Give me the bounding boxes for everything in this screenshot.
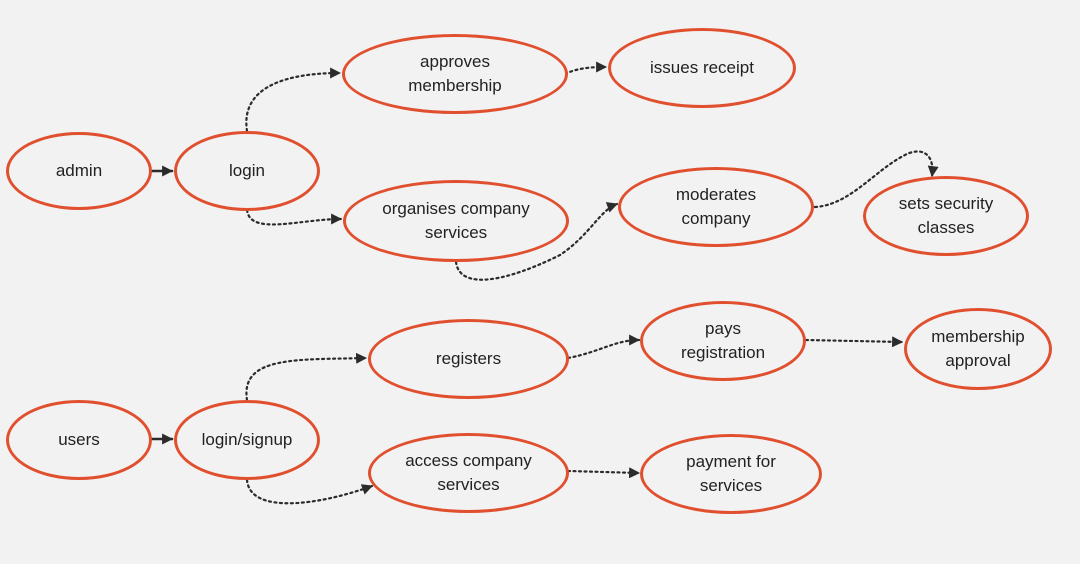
node-organises-company-services-label: organises company services	[382, 199, 530, 242]
node-issues-receipt-label: issues receipt	[650, 58, 754, 77]
node-payment-for-services-label: payment for services	[686, 452, 776, 495]
node-login[interactable]: login	[174, 131, 320, 211]
node-membership-approval[interactable]: membership approval	[904, 308, 1052, 390]
node-membership-approval-label: membership approval	[931, 327, 1025, 370]
edge-organises-moderates-company	[454, 202, 619, 281]
node-access-company-services[interactable]: access company services	[368, 433, 569, 513]
node-organises-company-services[interactable]: organises company services	[343, 180, 569, 262]
node-sets-security-classes-label: sets security classes	[898, 194, 994, 237]
edge-pays-membership-approval	[804, 336, 904, 348]
node-login-signup[interactable]: login/signup	[174, 400, 320, 480]
edge-login-organises-company-services	[245, 208, 343, 226]
node-approves-membership-label: approves membership	[408, 52, 502, 95]
edge-login-signup-access-company-services	[245, 478, 374, 505]
edge-login-approves-membership	[245, 67, 342, 133]
node-login-signup-label: login/signup	[201, 430, 293, 449]
node-approves-membership[interactable]: approves membership	[342, 34, 568, 114]
node-moderates-company[interactable]: moderates company	[618, 167, 814, 247]
edge-access-payment-for-services	[566, 467, 641, 479]
node-users[interactable]: users	[6, 400, 152, 480]
node-admin[interactable]: admin	[6, 132, 152, 210]
edge-moderates-sets-security-classes	[813, 150, 939, 209]
node-login-label: login	[229, 161, 265, 180]
node-pays-registration-label: pays registration	[680, 319, 766, 362]
node-payment-for-services[interactable]: payment for services	[640, 434, 822, 514]
edge-registers-pays-registration	[566, 334, 641, 360]
node-access-company-services-label: access company services	[405, 451, 532, 494]
node-admin-label: admin	[55, 161, 103, 180]
node-registers-label: registers	[435, 349, 502, 368]
node-moderates-company-label: moderates company	[675, 185, 757, 228]
node-users-label: users	[58, 430, 100, 449]
node-sets-security-classes[interactable]: sets security classes	[863, 176, 1029, 256]
node-pays-registration[interactable]: pays registration	[640, 301, 806, 381]
edge-login-signup-registers	[245, 352, 368, 402]
node-registers[interactable]: registers	[368, 319, 569, 399]
node-issues-receipt[interactable]: issues receipt	[608, 28, 796, 108]
